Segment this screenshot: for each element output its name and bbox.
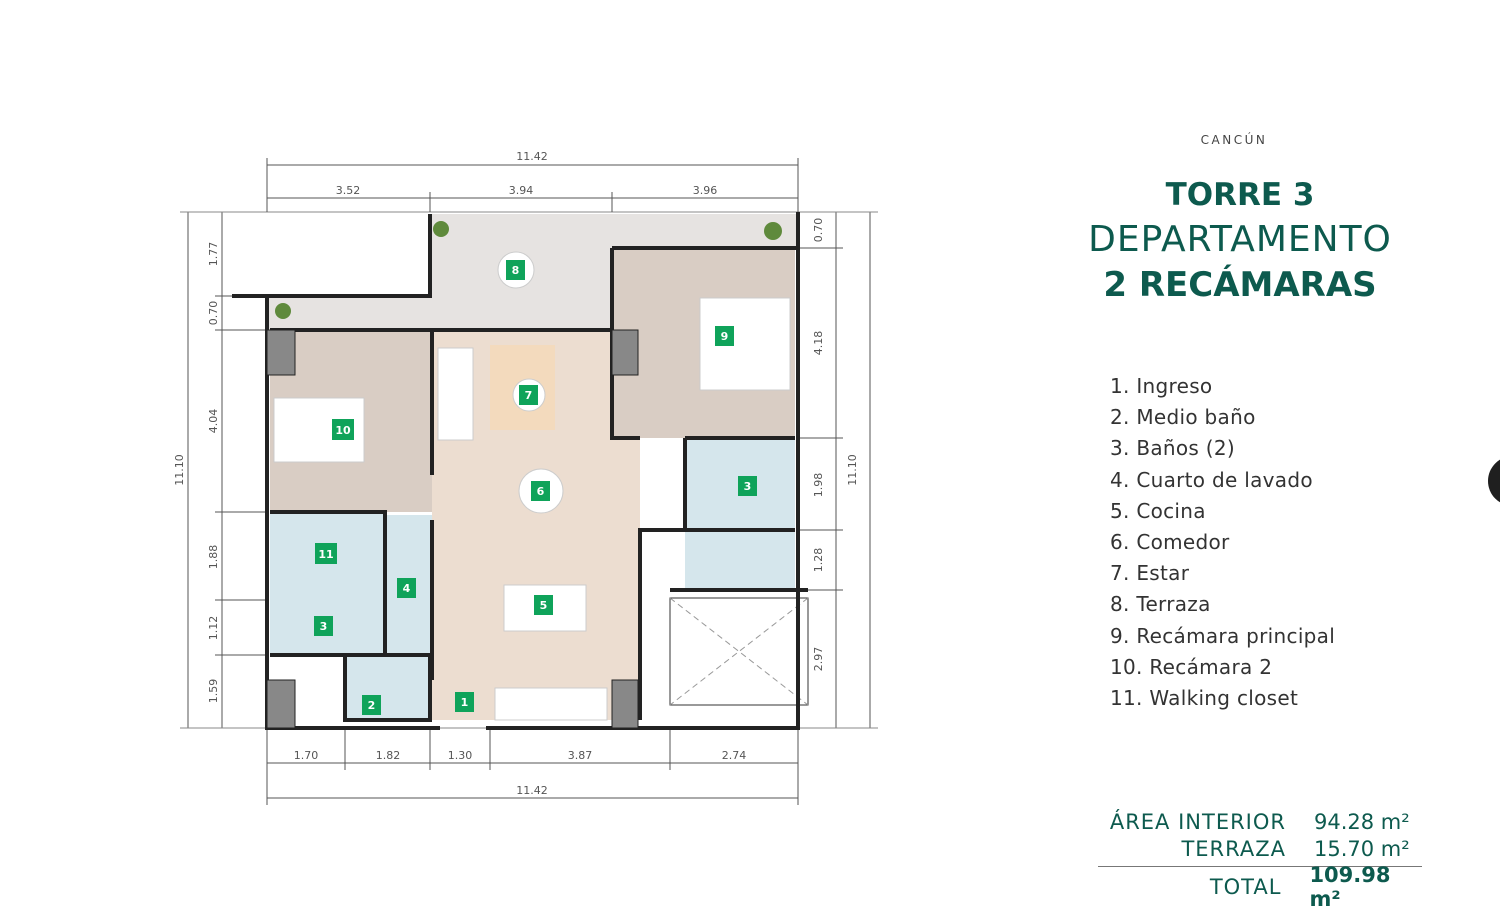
svg-text:6: 6 [537, 485, 545, 498]
tower-title: TORRE 3 [1165, 177, 1315, 213]
svg-text:7: 7 [525, 389, 533, 402]
side-panel-toggle-button[interactable] [1488, 456, 1500, 506]
svg-text:2: 2 [368, 699, 376, 712]
room-tag-2: 2 [362, 695, 381, 715]
legend-item: 10. Recámara 2 [1110, 654, 1273, 679]
room-tag-11: 11 [315, 543, 337, 564]
terrace-area-label: TERRAZA [1181, 836, 1286, 861]
legend-item: 3. Baños (2) [1110, 436, 1236, 461]
dim-bottom: 3.87 [568, 749, 593, 762]
svg-text:1: 1 [461, 696, 469, 709]
divider [1098, 866, 1422, 867]
legend-item: 5. Cocina [1110, 498, 1206, 523]
legend-item: 7. Estar [1110, 561, 1190, 586]
svg-text:10: 10 [335, 424, 351, 437]
dim-left: 1.77 [207, 242, 220, 267]
total-area-value: 109.98 m² [1309, 862, 1391, 911]
area-summary: ÁREA INTERIOR 94.28 m² TERRAZA 15.70 m² … [1096, 808, 1426, 911]
dim-bottom-total: 11.42 [516, 784, 548, 797]
dim-top: 3.94 [509, 184, 534, 197]
dim-left: 0.70 [207, 301, 220, 326]
shaft [669, 597, 809, 706]
city-label: CANCÚN [1200, 133, 1268, 147]
room-tag-6: 6 [531, 481, 550, 501]
room-tag-8: 8 [506, 260, 525, 280]
dim-bottom: 2.74 [722, 749, 747, 762]
dim-right: 2.97 [812, 647, 825, 672]
dim-left: 1.12 [207, 616, 220, 641]
dim-bottom: 1.70 [294, 749, 319, 762]
legend-item: 9. Recámara principal [1110, 623, 1336, 648]
bedrooms-title: 2 RECÁMARAS [1103, 265, 1377, 305]
dim-left: 1.88 [207, 545, 220, 570]
legend-item: 2. Medio baño [1110, 405, 1256, 430]
dim-left: 1.59 [207, 679, 220, 704]
dim-top: 3.96 [693, 184, 718, 197]
svg-text:3: 3 [744, 480, 752, 493]
unit-type-title: DEPARTAMENTO [1088, 219, 1392, 260]
svg-text:4: 4 [403, 582, 411, 595]
room-tag-4: 4 [397, 578, 416, 598]
interior-area-label: ÁREA INTERIOR [1109, 809, 1286, 834]
legend-item: 11. Walking closet [1110, 685, 1299, 710]
legend-item: 6. Comedor [1110, 529, 1230, 554]
room-tag-3-left: 3 [314, 616, 333, 636]
dim-top-total: 11.42 [516, 150, 548, 163]
terrace-area-row: TERRAZA 15.70 m² [1096, 835, 1426, 862]
walls [232, 212, 808, 730]
svg-text:8: 8 [512, 264, 520, 277]
svg-text:9: 9 [721, 330, 729, 343]
svg-text:5: 5 [540, 599, 548, 612]
svg-text:11: 11 [318, 548, 333, 561]
legend-item: 8. Terraza [1110, 592, 1211, 617]
dim-left: 4.04 [207, 409, 220, 434]
dim-right: 1.98 [812, 473, 825, 498]
room-tag-7: 7 [519, 385, 538, 405]
dim-bottom: 1.30 [448, 749, 473, 762]
interior-area-row: ÁREA INTERIOR 94.28 m² [1096, 808, 1426, 835]
dim-right: 1.28 [812, 548, 825, 573]
room-tag-1: 1 [455, 692, 474, 712]
legend-item: 4. Cuarto de lavado [1110, 467, 1313, 492]
dim-top: 3.52 [336, 184, 361, 197]
dim-right: 4.18 [812, 331, 825, 356]
room-tag-3-right: 3 [738, 476, 757, 496]
half-bath-floor [345, 655, 430, 720]
room-legend: 1. Ingreso 2. Medio baño 3. Baños (2) 4.… [1110, 372, 1335, 715]
dim-right-total: 11.10 [846, 454, 859, 486]
room-tag-9: 9 [715, 326, 734, 346]
total-area-label: TOTAL [1209, 874, 1282, 899]
bathroom-right-floor [685, 438, 795, 590]
dim-bottom: 1.82 [376, 749, 401, 762]
room-tag-10: 10 [332, 419, 354, 440]
total-area-row: TOTAL 109.98 m² [1096, 863, 1426, 911]
dim-left-total: 11.10 [173, 454, 186, 486]
legend-item: 1. Ingreso [1110, 374, 1213, 398]
dim-right: 0.70 [812, 218, 825, 243]
interior-area-value: 94.28 m² [1314, 809, 1410, 834]
terrace-area-value: 15.70 m² [1314, 836, 1410, 861]
room-tag-5: 5 [534, 595, 553, 615]
svg-text:3: 3 [320, 620, 328, 633]
